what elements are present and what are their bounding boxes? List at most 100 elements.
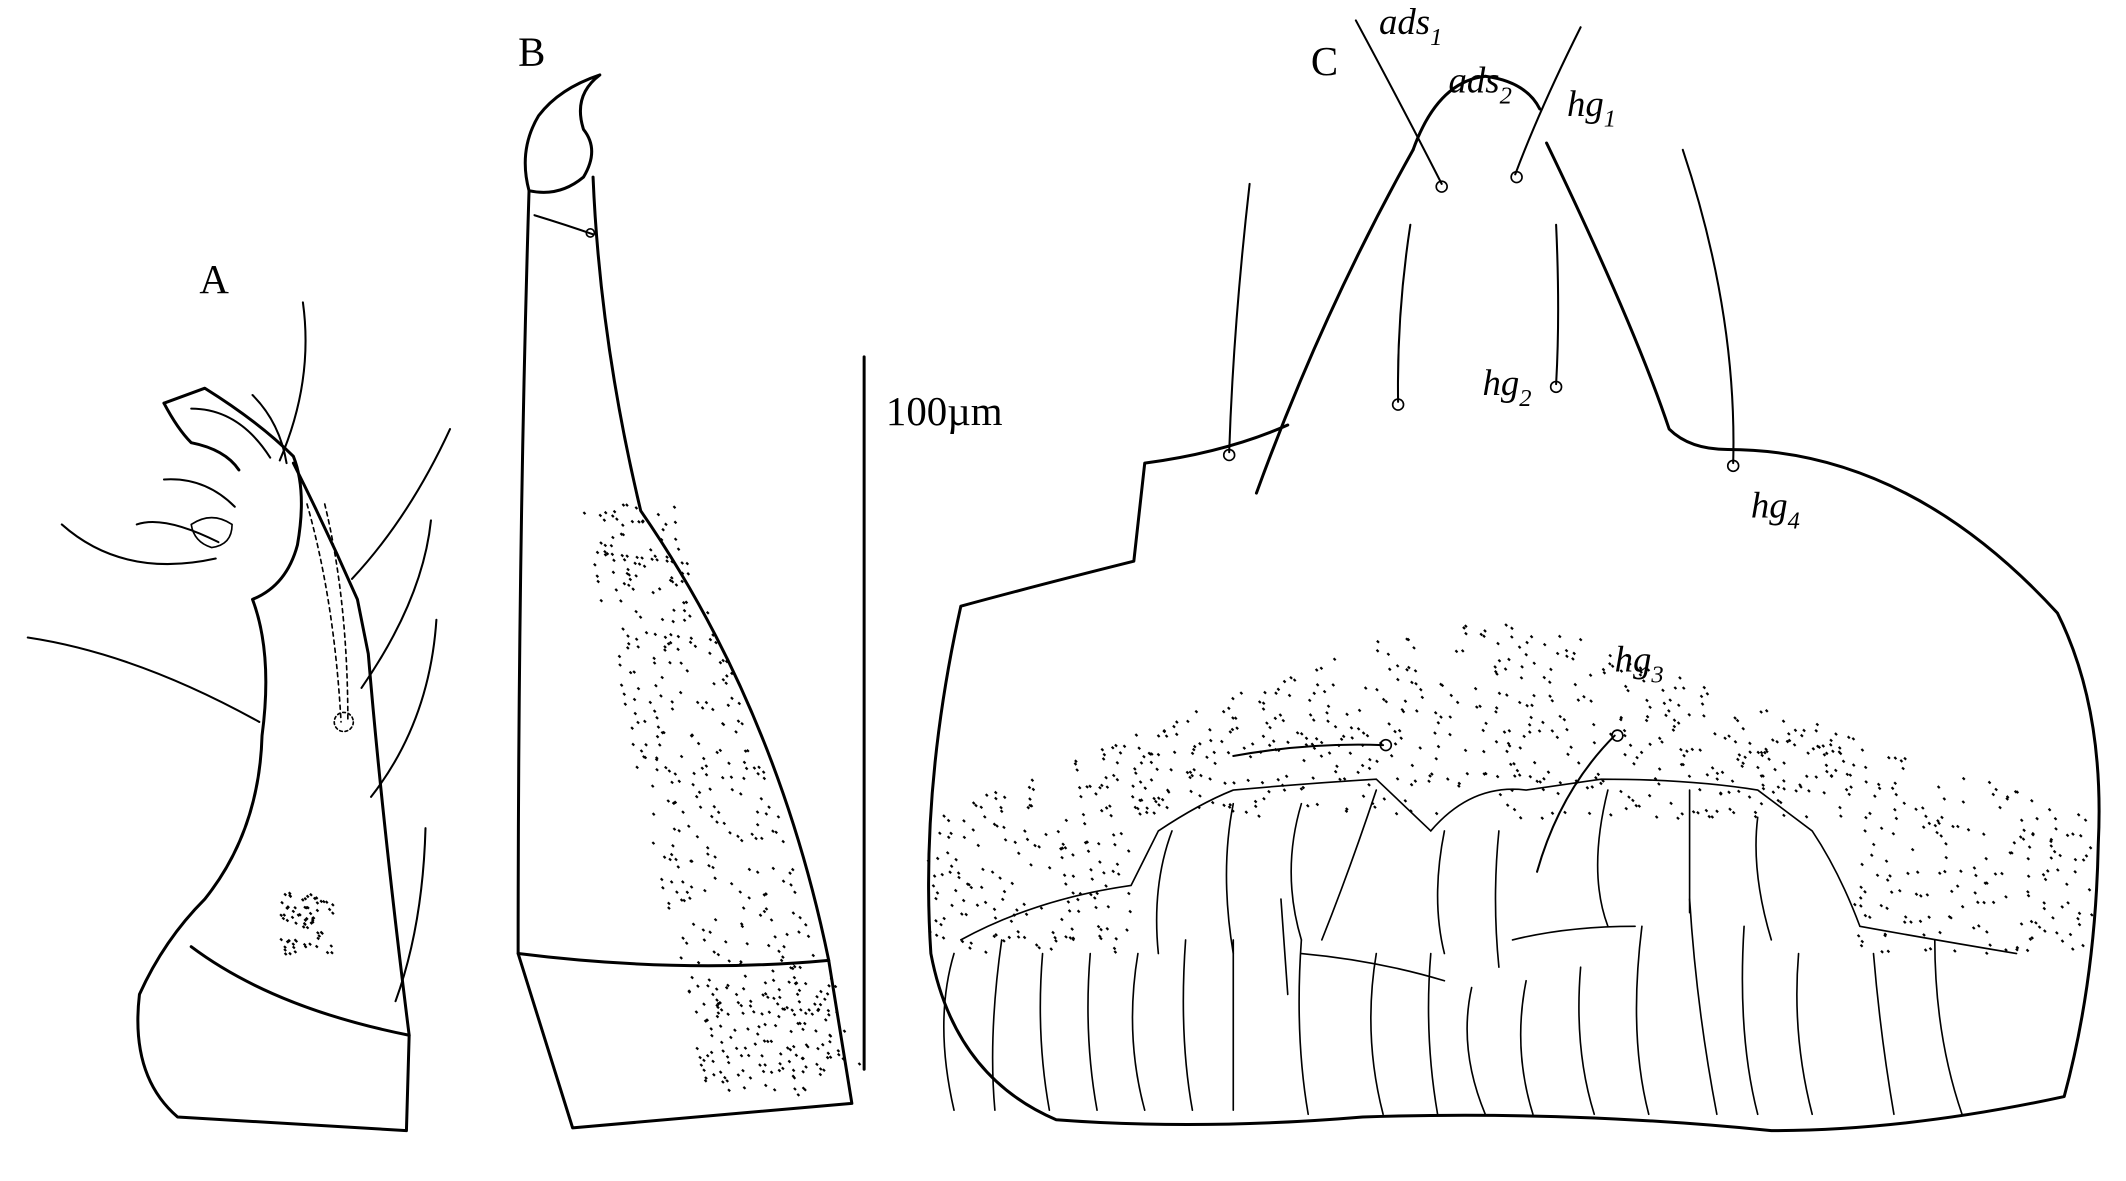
stipple-dot xyxy=(1914,807,1918,812)
stipple-dot xyxy=(792,975,797,980)
stipple-dot xyxy=(1061,842,1065,847)
stipple-dot xyxy=(1698,748,1702,752)
stipple-dot xyxy=(696,741,701,746)
stipple-dot xyxy=(631,587,635,591)
stipple-dot xyxy=(2035,816,2039,821)
stipple-dot xyxy=(1022,902,1026,907)
stipple-dot xyxy=(1190,773,1194,778)
stipple-dot xyxy=(725,674,729,678)
stipple-dot xyxy=(790,1008,795,1012)
stipple-dot xyxy=(1869,853,1874,857)
stipple-dot xyxy=(1308,713,1313,717)
stipple-dot xyxy=(1064,818,1069,823)
stipple-dot xyxy=(1828,743,1833,747)
stipple-dot xyxy=(781,955,785,959)
stipple-dot xyxy=(1639,750,1644,755)
stipple-dot xyxy=(721,1080,725,1084)
stipple-dot xyxy=(1314,668,1319,672)
scale-bar: 100µm xyxy=(862,355,1003,1071)
stipple-dot xyxy=(761,770,766,774)
stipple-dot xyxy=(1114,936,1119,941)
stipple-dot xyxy=(764,907,769,911)
stipple-dot xyxy=(992,822,997,827)
stipple-dot xyxy=(1448,732,1452,737)
stipple-dot xyxy=(1707,814,1712,819)
stipple-dot xyxy=(330,950,334,955)
stipple-dot xyxy=(1829,774,1834,779)
stipple-dot xyxy=(1274,691,1278,696)
stipple-dot xyxy=(1860,748,1865,752)
stipple-dot xyxy=(2015,790,2020,794)
stipple-dot xyxy=(791,911,796,915)
stipple-dot xyxy=(1525,703,1529,708)
stipple-dot xyxy=(644,742,648,747)
stipple-dot xyxy=(1248,754,1253,759)
stipple-dot xyxy=(1573,682,1578,687)
stipple-dot xyxy=(1115,862,1120,867)
stipple-dot xyxy=(1698,787,1702,792)
stipple-dot xyxy=(714,987,719,991)
stipple-dot xyxy=(2088,845,2093,850)
stipple-dot xyxy=(1295,731,1300,735)
stipple-dot xyxy=(1549,667,1553,672)
stipple-dot xyxy=(1735,718,1740,723)
stipple-dot xyxy=(596,579,600,584)
stipple-dot xyxy=(956,871,961,875)
stipple-dot xyxy=(1623,752,1627,757)
stipple-dot xyxy=(734,730,738,734)
stipple-dot xyxy=(1669,801,1673,806)
stipple-dot xyxy=(704,764,709,768)
stipple-dot xyxy=(713,917,718,922)
stipple-dot xyxy=(1063,846,1068,850)
stipple-dot xyxy=(813,1002,817,1006)
stipple-dot xyxy=(1473,686,1478,691)
stipple-dot xyxy=(324,900,329,904)
stipple-dot xyxy=(1569,745,1573,750)
stipple-dot xyxy=(715,1014,720,1019)
stipple-dot xyxy=(1315,683,1320,687)
stipple-dot xyxy=(738,890,743,894)
stipple-dot xyxy=(1933,823,1938,828)
stipple-dot xyxy=(1483,629,1487,633)
stipple-dot xyxy=(1100,747,1105,752)
stipple-dot xyxy=(1733,716,1737,720)
stipple-dot xyxy=(755,1032,760,1036)
stipple-dot xyxy=(1576,698,1581,702)
stipple-dot xyxy=(1494,706,1499,710)
stipple-dot xyxy=(702,1058,706,1063)
stipple-dot xyxy=(713,876,717,881)
stipple-dot xyxy=(1104,806,1109,810)
stipple-dot xyxy=(961,898,966,903)
stipple-dot xyxy=(598,513,603,518)
stipple-dot xyxy=(1756,765,1760,770)
stipple-dot xyxy=(695,834,700,839)
stipple-dot xyxy=(1890,786,1895,791)
stipple-dot xyxy=(1627,795,1631,799)
stipple-dot xyxy=(2025,948,2030,953)
stipple-dot xyxy=(1376,639,1380,644)
stipple-dot xyxy=(1679,762,1684,767)
stipple-dot xyxy=(693,644,698,649)
stipple-dot xyxy=(1937,821,1941,826)
stipple-dot xyxy=(712,804,717,809)
stipple-dot xyxy=(1690,747,1695,752)
stipple-dot xyxy=(1517,700,1522,705)
stipple-dot xyxy=(1267,789,1271,794)
stipple-dot xyxy=(619,532,624,536)
stipple-dot xyxy=(750,832,754,837)
stipple-dot xyxy=(308,942,312,946)
stipple-dot xyxy=(1901,766,1905,771)
stipple-dot xyxy=(1464,624,1468,628)
stipple-dot xyxy=(582,511,587,515)
stipple-dot xyxy=(298,912,302,917)
stipple-dot xyxy=(718,1070,723,1074)
stipple-dot xyxy=(665,555,669,559)
stipple-dot xyxy=(626,646,630,650)
stipple-dot xyxy=(771,866,776,871)
stipple-dot xyxy=(984,950,988,955)
stipple-dot xyxy=(946,835,951,840)
stipple-dot xyxy=(1868,811,1872,816)
stipple-dot xyxy=(285,940,290,944)
stipple-dot xyxy=(319,930,324,935)
stipple-dot xyxy=(670,707,675,711)
